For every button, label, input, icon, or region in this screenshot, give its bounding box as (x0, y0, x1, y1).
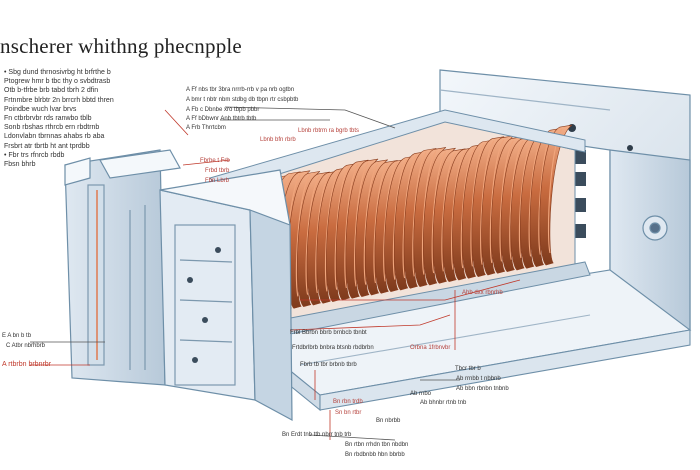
coil-highlight (518, 139, 534, 259)
bottom-label: Ab rnbo (410, 391, 432, 397)
left-lower-label: C Atbr nbrhbrb (6, 343, 46, 349)
note-line: Sonb rbshas rthrcb ern rbdtrnb (4, 124, 100, 132)
coil-highlight (412, 152, 427, 277)
mid-label: Fbn Lbrb (205, 178, 230, 184)
left-lower-label: E A bn b tb (2, 333, 32, 339)
note-line: Ptogrew hmr b tbc thy o svbdtrasb (4, 78, 111, 86)
note-line: Fbsn bhrb (4, 161, 36, 169)
lower-label: Frbl Bbrbn bbrb brnbcb tbnbt (290, 330, 367, 336)
coil-label: Lbnb bfn rbrb (260, 137, 296, 143)
coil-highlight (344, 163, 359, 289)
coil-highlight (450, 151, 466, 270)
top-label: A Fb c Dbnbe xro tbpb pbbr (186, 107, 260, 113)
coil-label: Lbnb rbtrm ra bgrb tbts (298, 128, 360, 134)
bottom-label: Ab bbn rbnbn tnbnb (456, 386, 509, 392)
note-line: • Sbg dund thrnosivrbg ht brfrthe b (4, 69, 111, 76)
bottom-label: Bn rbn trdb (333, 399, 363, 405)
bottom-label: Bn nbrbb (376, 418, 401, 424)
front-housing (64, 149, 293, 422)
note-line: • Fbr trs rfnrcb rbdb (4, 151, 65, 159)
coil-highlight (499, 140, 514, 262)
left-notes: • Sbg dund thrnosivrbg ht brfrthe b Ptog… (4, 68, 154, 169)
rear-housing (439, 69, 691, 331)
top-label: A Ff nbs tbr 3bra nrrrb-rrb v pa nrb ogt… (186, 87, 295, 93)
coil-highlight (470, 143, 485, 267)
coil-highlight (402, 155, 417, 279)
lower-label: Fbrb tb tbr brbnb tbrb (300, 362, 357, 368)
leader-lines (30, 106, 521, 441)
bottom-label: Bn rbdbnbb hbn bbrbb (345, 452, 405, 458)
bottom-label: Sn bn rtbr (335, 410, 362, 416)
coil-highlight (528, 136, 544, 257)
coil-highlight (373, 164, 388, 284)
coil-highlight (421, 151, 437, 275)
coil-highlight (480, 140, 495, 265)
top-label: A Ff bDbwnr Anb tbtrb tbtb (186, 116, 257, 122)
bottom-label: Ab rrnbb t nbbnb (456, 376, 501, 382)
note-line: Poindbe wuch lvar brvs (4, 105, 77, 113)
coil-highlight (334, 166, 350, 290)
coil-highlight (305, 175, 321, 295)
bottom-label: Ab bhnbr rtnb tnb (420, 400, 467, 406)
top-label: A bmr t nbtr nbm stdbg db tbpn rtr csbpb… (186, 97, 299, 103)
mid-label: Fbrbe t Frb (200, 158, 230, 164)
right-label: Ahb dxx rbnrhb (462, 290, 503, 296)
bottom-label: Bn rtbn rrhdn tbn nbdbn (345, 442, 409, 448)
coil-highlight (489, 139, 505, 264)
coil-highlight (431, 151, 447, 274)
coil-highlight (392, 159, 408, 280)
note-line: Frtnmbre blrbtr 2n brrcrh bbtd thren (4, 96, 114, 104)
coil-winding (539, 124, 573, 266)
note-line: Fn ctbrbrvbr rds ranwbo tblb (4, 115, 92, 123)
diagram-title: nscherer whithng phecnpple (0, 34, 242, 58)
top-label: A Frb Thrrtcbm (186, 125, 226, 131)
note-line: Otb b-tfrbe brb tabd tbrh 2 dfin (4, 87, 99, 95)
coil-highlight (383, 162, 398, 282)
lower-label: Tbcr tbr b (455, 366, 481, 372)
coil-highlight (441, 152, 456, 272)
coil-highlight (354, 162, 369, 287)
left-lower-label: A rtbrbn brbnrbr (2, 361, 52, 368)
mid-label: Frbd tbrb (205, 168, 230, 174)
coil-highlight (295, 175, 311, 297)
note-line: Frsbrt atr tbrtb ht ant tprdbb (4, 142, 90, 150)
coil-highlight (363, 163, 379, 285)
coil-highlight (509, 140, 524, 260)
right-label: Orbna 1frbnvbr (410, 345, 451, 351)
coil-highlight (315, 174, 330, 294)
coil-highlight (460, 147, 476, 269)
bottom-label: Bn Erdt tnb ttb nbrr tnb trb (282, 432, 352, 438)
lower-label: Frtdbrlbrb bnbra btsnb rbdbrbn (292, 345, 374, 351)
coil-highlight (324, 171, 340, 292)
note-line: Ldonvlabn tbrnnas ahabs rb aba (4, 133, 105, 141)
